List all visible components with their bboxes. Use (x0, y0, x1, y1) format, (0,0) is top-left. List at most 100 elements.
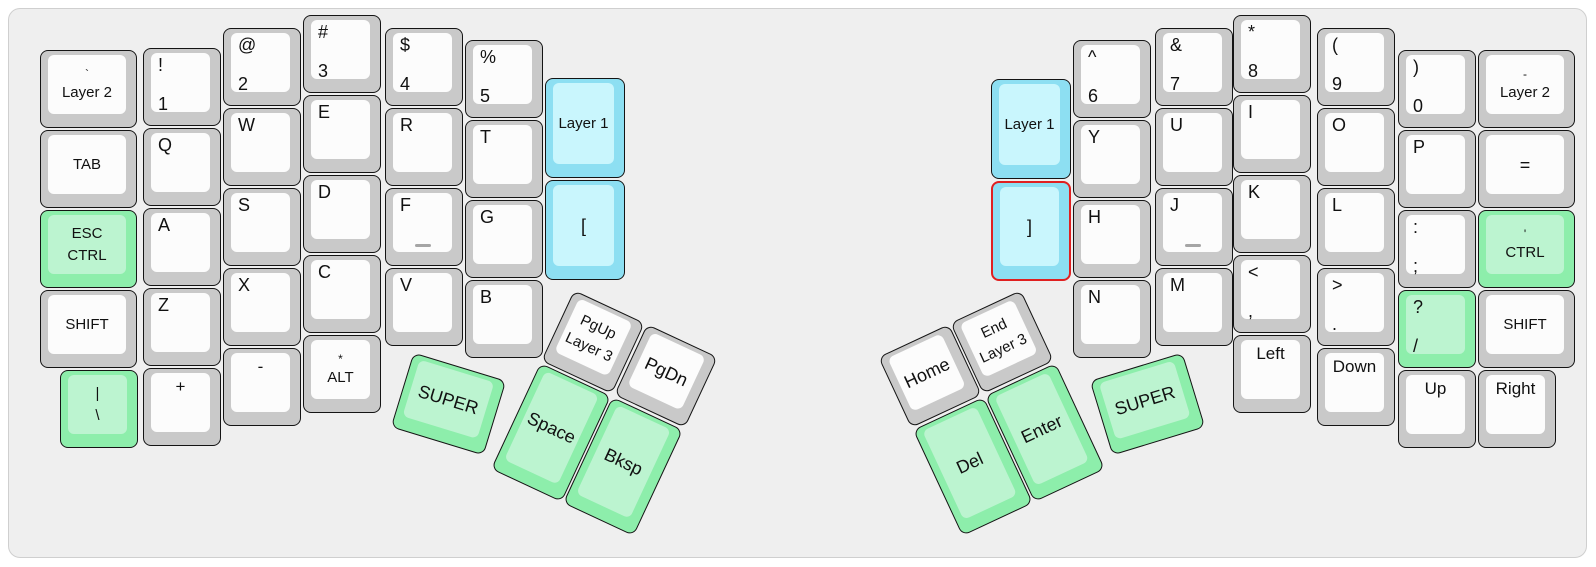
key-z[interactable]: Z (143, 288, 221, 366)
key-r[interactable]: R (385, 108, 463, 186)
key-u[interactable]: U (1155, 108, 1233, 186)
key-l[interactable]: L (1317, 188, 1395, 266)
key-w[interactable]: W (223, 108, 301, 186)
key-label: # (318, 22, 329, 42)
key-arrow-right[interactable]: Right (1478, 370, 1556, 448)
keycap-top: J (1163, 193, 1222, 252)
key-left-bracket[interactable]: [ (545, 180, 625, 280)
key-t[interactable]: T (465, 120, 543, 198)
key-n[interactable]: N (1073, 280, 1151, 358)
keycap-top: Q (151, 133, 210, 192)
keycap-top: + (151, 373, 210, 432)
key-semicolon[interactable]: :; (1398, 210, 1476, 288)
key-label: F (400, 195, 411, 215)
key-quote-ctrl[interactable]: 'CTRL (1478, 210, 1575, 288)
key-f[interactable]: F (385, 188, 463, 266)
key-i[interactable]: I (1233, 95, 1311, 173)
key-legends: ^6 (1081, 45, 1140, 106)
key-label: : (1413, 217, 1419, 237)
key-6[interactable]: ^6 (1073, 40, 1151, 118)
keycap-top: M (1163, 273, 1222, 332)
key-label: ] (1026, 216, 1032, 237)
key-legends: G (473, 205, 532, 264)
key-e[interactable]: E (303, 95, 381, 173)
key-label: O (1332, 115, 1347, 135)
key-label: SUPER (1112, 381, 1178, 419)
key-legends: >. (1325, 273, 1384, 334)
key-label: % (480, 47, 497, 67)
keycap-top: Layer 1 (553, 83, 614, 164)
key-y[interactable]: Y (1073, 120, 1151, 198)
key-m[interactable]: M (1155, 268, 1233, 346)
key-label: 0 (1413, 96, 1424, 116)
key-label: M (1170, 275, 1185, 295)
key-arrow-up[interactable]: Up (1398, 370, 1476, 448)
key-label: H (1088, 207, 1101, 227)
key-label: B (480, 287, 493, 307)
key-comma[interactable]: <, (1233, 255, 1311, 333)
key-a[interactable]: A (143, 208, 221, 286)
key-4[interactable]: $4 (385, 28, 463, 106)
key-legends: @2 (231, 33, 290, 94)
key-shift-right[interactable]: SHIFT (1478, 290, 1575, 368)
key-plus[interactable]: + (143, 368, 221, 446)
key-9[interactable]: (9 (1317, 28, 1395, 106)
key-label: ' (1523, 226, 1527, 241)
key-grave-layer2[interactable]: `Layer 2 (40, 50, 137, 128)
key-q[interactable]: Q (143, 128, 221, 206)
key-1[interactable]: !1 (143, 48, 221, 126)
key-5[interactable]: %5 (465, 40, 543, 118)
key-shift-left[interactable]: SHIFT (40, 290, 137, 368)
key-b[interactable]: B (465, 280, 543, 358)
key-legends: V (393, 273, 452, 332)
key-g[interactable]: G (465, 200, 543, 278)
key-2[interactable]: @2 (223, 28, 301, 106)
key-label: Q (158, 135, 173, 155)
key-legends: Right (1486, 375, 1545, 434)
key-layer1-right[interactable]: Layer 1 (991, 79, 1071, 179)
keycap-top: Right (1486, 375, 1545, 434)
key-3[interactable]: #3 (303, 15, 381, 93)
key-c[interactable]: C (303, 255, 381, 333)
key-alt[interactable]: *ALT (303, 335, 381, 413)
key-label: ; (1413, 256, 1419, 276)
key-label: V (400, 275, 413, 295)
keycap-top: <, (1241, 260, 1300, 321)
key-j[interactable]: J (1155, 188, 1233, 266)
key-h[interactable]: H (1073, 200, 1151, 278)
key-legends: F (393, 193, 452, 252)
key-v[interactable]: V (385, 268, 463, 346)
key-slash[interactable]: ?/ (1398, 290, 1476, 368)
key-period[interactable]: >. (1317, 268, 1395, 346)
key-arrow-left[interactable]: Left (1233, 335, 1311, 413)
key-equals[interactable]: = (1478, 130, 1575, 208)
key-legends: Q (151, 133, 210, 192)
key-tab[interactable]: TAB (40, 130, 137, 208)
key-label: 8 (1248, 61, 1259, 81)
key-p[interactable]: P (1398, 130, 1476, 208)
keycap-top: O (1325, 113, 1384, 172)
keycap-top: I (1241, 100, 1300, 159)
key-o[interactable]: O (1317, 108, 1395, 186)
key-legends: [ (553, 185, 614, 266)
key-7[interactable]: &7 (1155, 28, 1233, 106)
key-arrow-down[interactable]: Down (1317, 348, 1395, 426)
key-0[interactable]: )0 (1398, 50, 1476, 128)
key-x[interactable]: X (223, 268, 301, 346)
key-layer1-left[interactable]: Layer 1 (545, 78, 625, 178)
key-minus-left[interactable]: - (223, 348, 301, 426)
key-label: L (1332, 195, 1343, 215)
key-k[interactable]: K (1233, 175, 1311, 253)
key-minus-layer2[interactable]: -Layer 2 (1478, 50, 1575, 128)
keycap-top: V (393, 273, 452, 332)
keycap-top: ] (1000, 187, 1059, 266)
key-8[interactable]: *8 (1233, 15, 1311, 93)
key-d[interactable]: D (303, 175, 381, 253)
key-right-bracket[interactable]: ] (991, 181, 1071, 281)
key-label: > (1332, 275, 1343, 295)
key-pipe-backslash[interactable]: |\ (60, 370, 138, 448)
key-s[interactable]: S (223, 188, 301, 266)
